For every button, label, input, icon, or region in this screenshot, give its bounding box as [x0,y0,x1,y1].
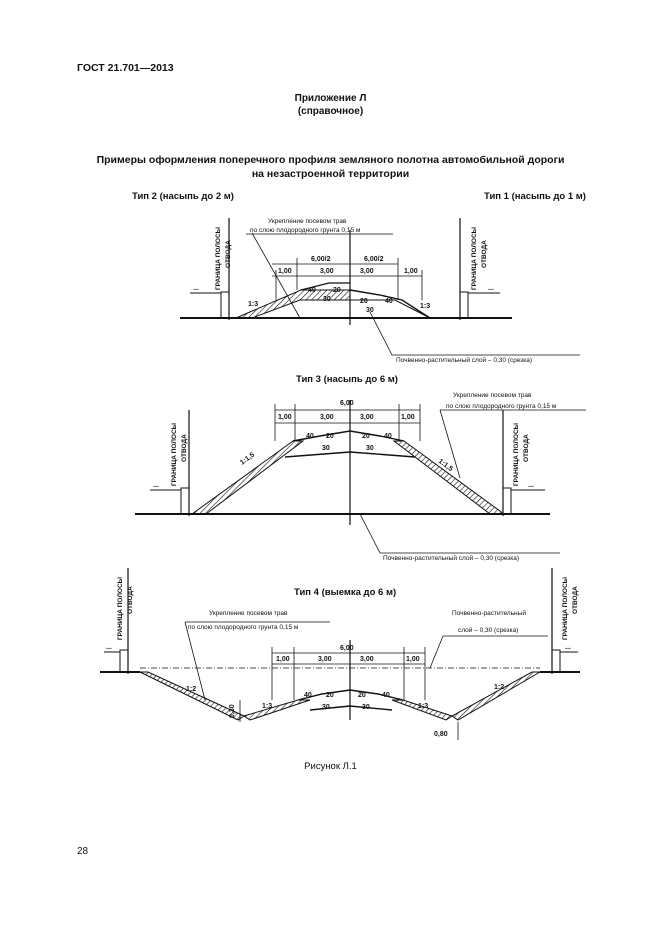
boundary-post-left [220,291,230,319]
t4-g30-r: 30 [362,704,370,711]
t4-slope-left-inner: 1:3 [262,703,272,710]
t4-depth-080: 0,80 [434,731,448,738]
boundary-label-t3c: ГРАНИЦА ПОЛОСЫ [513,423,520,486]
t12-dots-l: ... [193,285,199,292]
boundary-label-t2a: ГРАНИЦА ПОЛОСЫ [215,227,222,290]
t3-slope-left: 1:1,5 [239,452,256,467]
t3-g40-r: 40 [384,433,392,440]
t4-dots-l: ... [106,644,112,651]
t3-dots-l: ... [153,482,159,489]
t4-slope-right-outer: 1:2 [494,684,504,691]
t12-slope-right: 1:3 [420,303,430,310]
t3-g40-l: 40 [306,433,314,440]
appendix-title: Приложение Л [294,93,367,104]
t12-dim-shoulder-r: 1,00 [404,268,418,275]
t4-dim-shoulder-r: 1,00 [406,656,420,663]
t3-g30-r: 30 [366,445,374,452]
t4-dim-total: 6,00 [340,645,354,652]
t3-reinforce: Укрепление посевом трав [453,392,532,399]
page-number: 28 [77,846,89,857]
t3-dim-total: 6,00 [340,400,354,407]
figure-title-line1: Примеры оформления поперечного профиля з… [96,154,565,166]
t3-dots-r: ... [528,482,534,489]
t4-dim-lane-r: 3,00 [360,656,374,663]
t12-g30-r: 30 [366,307,374,314]
figure-caption: Рисунок Л.1 [304,761,357,772]
type3-label: Тип 3 (насыпь до 6 м) [296,374,398,385]
t12-dim-lane-l: 3,00 [320,268,334,275]
t12-dim-shoulder-l: 1,00 [278,268,292,275]
t12-soil: по слою плодородного грунта 0,15 м [250,227,361,234]
t4-g40-r: 40 [382,692,390,699]
t3-topsoil: Почвенно-растительный слой – 0,30 (срезк… [383,554,519,562]
t3-dim-lane-r: 3,00 [360,414,374,421]
t12-dots-r: ... [488,285,494,292]
t12-g20-l: 20 [333,287,341,294]
t4-g20-r: 20 [358,692,366,699]
boundary-label-t4b: ОТВОДА [127,586,134,614]
figure-title-line2: на незастроенной территории [251,168,410,180]
t4-reinforce: Укрепление посевом трав [209,610,288,617]
t4-g30-l: 30 [322,704,330,711]
t12-dim-half-left: 6,00/2 [311,256,331,263]
profile-type1-2 [180,218,580,356]
boundary-post-right [459,291,469,319]
t4-g40-l: 40 [304,692,312,699]
t4-g20-l: 20 [326,692,334,699]
profile-type3 [135,400,586,554]
t4-dim-lane-l: 3,00 [318,656,332,663]
boundary-label-t2b: ОТВОДА [225,240,232,268]
t3-dim-shoulder-r: 1,00 [401,414,415,421]
boundary-label-t4d: ОТВОДА [572,586,579,614]
profile-type4 [100,568,580,740]
t4-soil: по слою плодородного грунта 0,15 м [188,624,299,631]
t12-g30-l: 30 [323,296,331,303]
t3-dim-shoulder-l: 1,00 [278,414,292,421]
t3-g20-r: 20 [362,433,370,440]
t4-depth-030: 0,30 [229,704,236,718]
t3-dim-lane-l: 3,00 [320,414,334,421]
boundary-label-t1b: ОТВОДА [481,240,488,268]
boundary-label-t4c: ГРАНИЦА ПОЛОСЫ [562,577,569,640]
t12-dim-lane-r: 3,00 [360,268,374,275]
type2-label: Тип 2 (насыпь до 2 м) [132,191,234,202]
type4-label: Тип 4 (выемка до 6 м) [294,587,397,598]
type1-label: Тип 1 (насыпь до 1 м) [484,191,586,202]
t12-reinforce: Укрепление посевом трав [268,218,347,225]
t12-g20-r: 20 [360,298,368,305]
t12-topsoil: Почвенно-растительный слой – 0,30 (срезк… [396,356,532,364]
t4-dots-r: ... [565,644,571,651]
t12-g40-r: 40 [385,298,393,305]
t4-slope-left-outer: 1:2 [186,686,196,693]
t12-g40-l: 40 [308,287,316,294]
boundary-label-t1a: ГРАНИЦА ПОЛОСЫ [471,227,478,290]
t12-slope-left: 1:3 [248,301,258,308]
boundary-label-t3b: ОТВОДА [181,434,188,462]
t3-g30-l: 30 [322,445,330,452]
appendix-subtitle: (справочное) [297,106,364,117]
t3-soil: по слою плодородного грунта 0,15 м [446,403,557,410]
t3-g20-l: 20 [326,433,334,440]
t4-dim-shoulder-l: 1,00 [276,656,290,663]
boundary-label-t4a: ГРАНИЦА ПОЛОСЫ [117,577,124,640]
standard-header: ГОСТ 21.701—2013 [77,62,174,74]
boundary-label-t3a: ГРАНИЦА ПОЛОСЫ [171,423,178,486]
t4-topsoil-1: Почвенно-растительный [452,609,526,617]
boundary-label-t3d: ОТВОДА [523,434,530,462]
t4-slope-right-inner: 1:3 [418,703,428,710]
t4-topsoil-2: слой – 0,30 (срезка) [458,626,518,634]
t12-dim-half-right: 6,00/2 [364,256,384,263]
